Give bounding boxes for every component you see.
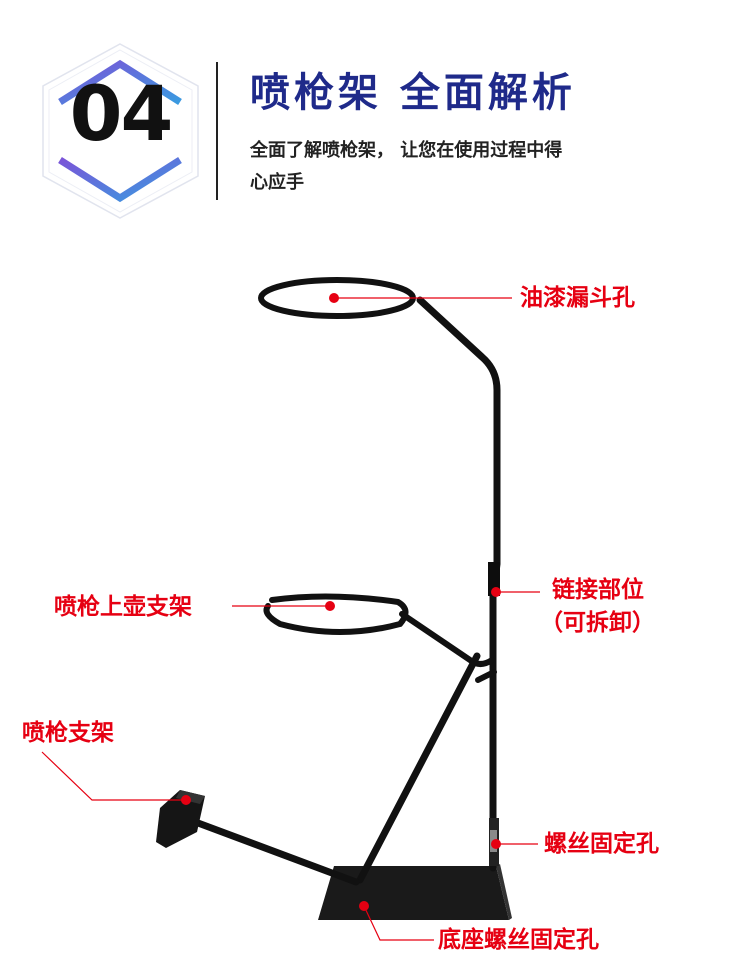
callout-screw-hole: 螺丝固定孔 <box>544 831 659 857</box>
callout-joint-line-2: （可拆卸） <box>540 610 655 636</box>
subtitle-line-1: 全面了解喷枪架， 让您在使用过程中得 <box>250 140 563 161</box>
page-title: 喷枪架 全面解析 <box>250 70 576 116</box>
callout-base-screw-hole: 底座螺丝固定孔 <box>438 927 599 953</box>
callout-joint-line-1: 链接部位 <box>552 577 644 603</box>
callout-funnel-hole: 油漆漏斗孔 <box>520 285 635 311</box>
gun-holder-arm <box>186 816 360 886</box>
callout-pot-holder: 喷枪上壶支架 <box>54 594 192 620</box>
pot-holder-ring <box>263 593 409 635</box>
page-subtitle: 全面了解喷枪架， 让您在使用过程中得 心应手 <box>250 135 680 199</box>
vertical-post <box>416 296 501 872</box>
base-plate <box>318 866 509 920</box>
header-divider <box>216 62 218 200</box>
gun-holder-bracket <box>156 790 205 848</box>
diagonal-brace <box>356 652 481 884</box>
hexagon-badge-icon <box>42 43 199 219</box>
subtitle-line-2: 心应手 <box>250 172 304 193</box>
section-number: 04 <box>69 69 174 158</box>
callout-gun-holder: 喷枪支架 <box>22 720 114 746</box>
